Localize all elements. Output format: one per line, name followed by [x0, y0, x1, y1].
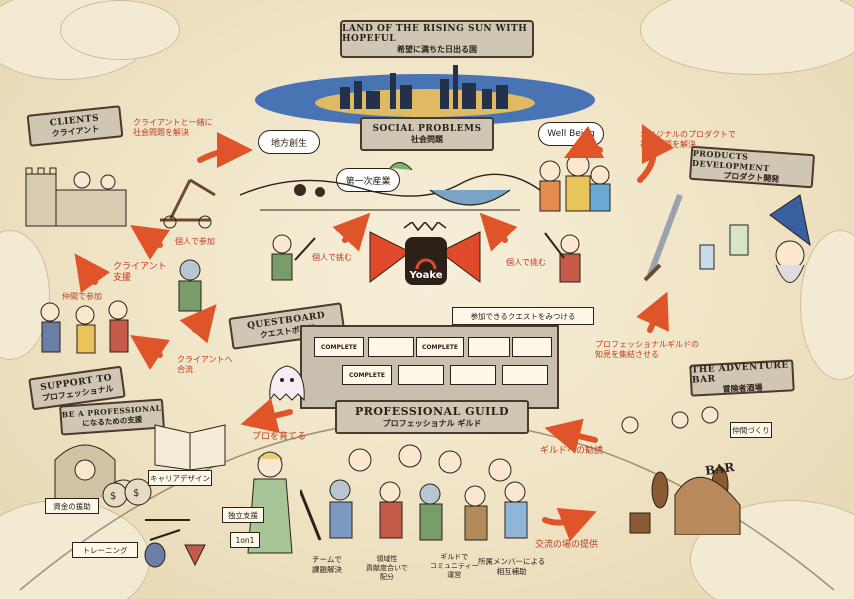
team-solve-label: チームで 課題解決 [312, 555, 342, 574]
mutual-help-label: 所属メンバーによる 相互補助 [478, 557, 546, 576]
find-quest-sign[interactable]: 参加できるクエストをみつける [452, 307, 594, 325]
quest-card[interactable]: COMPLETE [342, 365, 392, 385]
bar-illustration [621, 406, 741, 535]
career-design-tag: キャリアデザイン [148, 470, 212, 486]
quest-card[interactable] [512, 337, 552, 357]
sunrise-icon [415, 258, 437, 270]
yoake-logo: Yoake [405, 237, 447, 285]
party-members-illustration [40, 300, 129, 354]
community-label: ギルドで コミュニティー 運営 [430, 553, 479, 579]
weapons-illustration [144, 519, 206, 568]
training-tag: トレーニング [72, 542, 138, 558]
quest-complete-stamp: COMPLETE [422, 343, 458, 351]
warrior-right-illustration [544, 232, 581, 283]
challenge-right-label: 個人で挑む [506, 258, 546, 267]
exchange-label: 交流の場の提供 [535, 540, 599, 550]
book-illustration [154, 424, 226, 470]
quest-card[interactable] [450, 365, 496, 385]
contribution-label: 領域性 貢献度合いで 配分 [366, 555, 408, 581]
career-design-text: キャリアデザイン [150, 473, 210, 483]
independent-text: 独立支援 [228, 510, 258, 520]
make-friends-sign: 仲間づくり [730, 422, 772, 438]
yoake-flags [369, 222, 481, 283]
guild-en: PROFESSIONAL GUILD [354, 405, 510, 418]
guild-jp: プロフェッショナル ギルド [382, 419, 482, 428]
social-problems-banner: SOCIAL PROBLEMS 社会問題 [360, 117, 494, 151]
training-text: トレーニング [82, 545, 128, 555]
solve-with-client-label: クライアントと一緒に 社会問題を解決 [133, 118, 213, 137]
cloud-decoration [60, 0, 180, 60]
quest-card[interactable] [502, 365, 548, 385]
make-friends-text: 仲間づくり [732, 425, 770, 435]
primary-industry-bubble: 第一次産業 [336, 168, 400, 192]
local-revitalization-bubble: 地方創生 [258, 130, 320, 154]
catapult-illustration [160, 178, 216, 229]
funding-tag: 資金の援助 [45, 498, 99, 514]
client-support-label: クライアント 支援 [113, 262, 167, 283]
title-en: LAND OF THE RISING SUN WITH HOPEFUL [342, 23, 528, 44]
quest-complete-stamp: COMPLETE [349, 371, 385, 379]
logo-text: Yoake [409, 270, 443, 281]
social-problems-en: SOCIAL PROBLEMS [372, 123, 482, 134]
cloud-decoration [640, 0, 854, 75]
city-skyline [255, 65, 595, 125]
workshop-illustration [643, 193, 811, 283]
quest-complete-stamp: COMPLETE [321, 343, 357, 351]
guild-members-illustration [300, 444, 528, 541]
svg-text:$: $ [133, 488, 139, 499]
bubble-text: 地方創生 [270, 138, 307, 149]
rural-scene-illustration [240, 162, 540, 211]
independent-tag: 独立支援 [222, 507, 264, 523]
funding-text: 資金の援助 [53, 501, 91, 511]
title-jp: 希望に満ちた日出る国 [397, 44, 477, 54]
warrior-left-illustration [271, 234, 316, 281]
quest-board: 参加できるクエストをみつける COMPLETE COMPLETE COMPLET… [300, 307, 594, 409]
castle-illustration [25, 167, 127, 227]
family-illustration [539, 153, 611, 212]
one-on-one-text: 1on1 [235, 535, 255, 545]
client-merge-label: クライアントへ 合流 [177, 355, 233, 374]
ghost-illustration [269, 365, 305, 402]
guild-banner: PROFESSIONAL GUILD プロフェッショナル ギルド [335, 400, 529, 434]
knight-illustration [178, 259, 202, 312]
quest-card[interactable] [468, 337, 510, 357]
join-as-peer-label: 仲間で参加 [62, 292, 102, 301]
quest-card[interactable] [368, 337, 414, 357]
find-quest-text: 参加できるクエストをみつける [470, 311, 576, 321]
one-on-one-tag: 1on1 [230, 532, 260, 548]
svg-text:$: $ [110, 491, 116, 502]
quest-card[interactable] [398, 365, 444, 385]
arrow [197, 132, 253, 169]
title-banner: LAND OF THE RISING SUN WITH HOPEFUL 希望に満… [340, 20, 534, 58]
raise-pro-label: プロを育てる [252, 432, 307, 442]
money-bags-icon: $ $ [102, 478, 152, 508]
challenge-left-label: 個人で挑む [312, 253, 352, 262]
quest-card[interactable]: COMPLETE [314, 337, 364, 357]
bubble-text: 第一次産業 [345, 176, 391, 187]
quest-card[interactable]: COMPLETE [416, 337, 464, 357]
social-problems-jp: 社会問題 [411, 134, 443, 144]
personal-join-label: 個人で参加 [175, 237, 215, 246]
pro-knowledge-label: プロフェッショナルギルドの 知見を集結させる [595, 340, 699, 359]
